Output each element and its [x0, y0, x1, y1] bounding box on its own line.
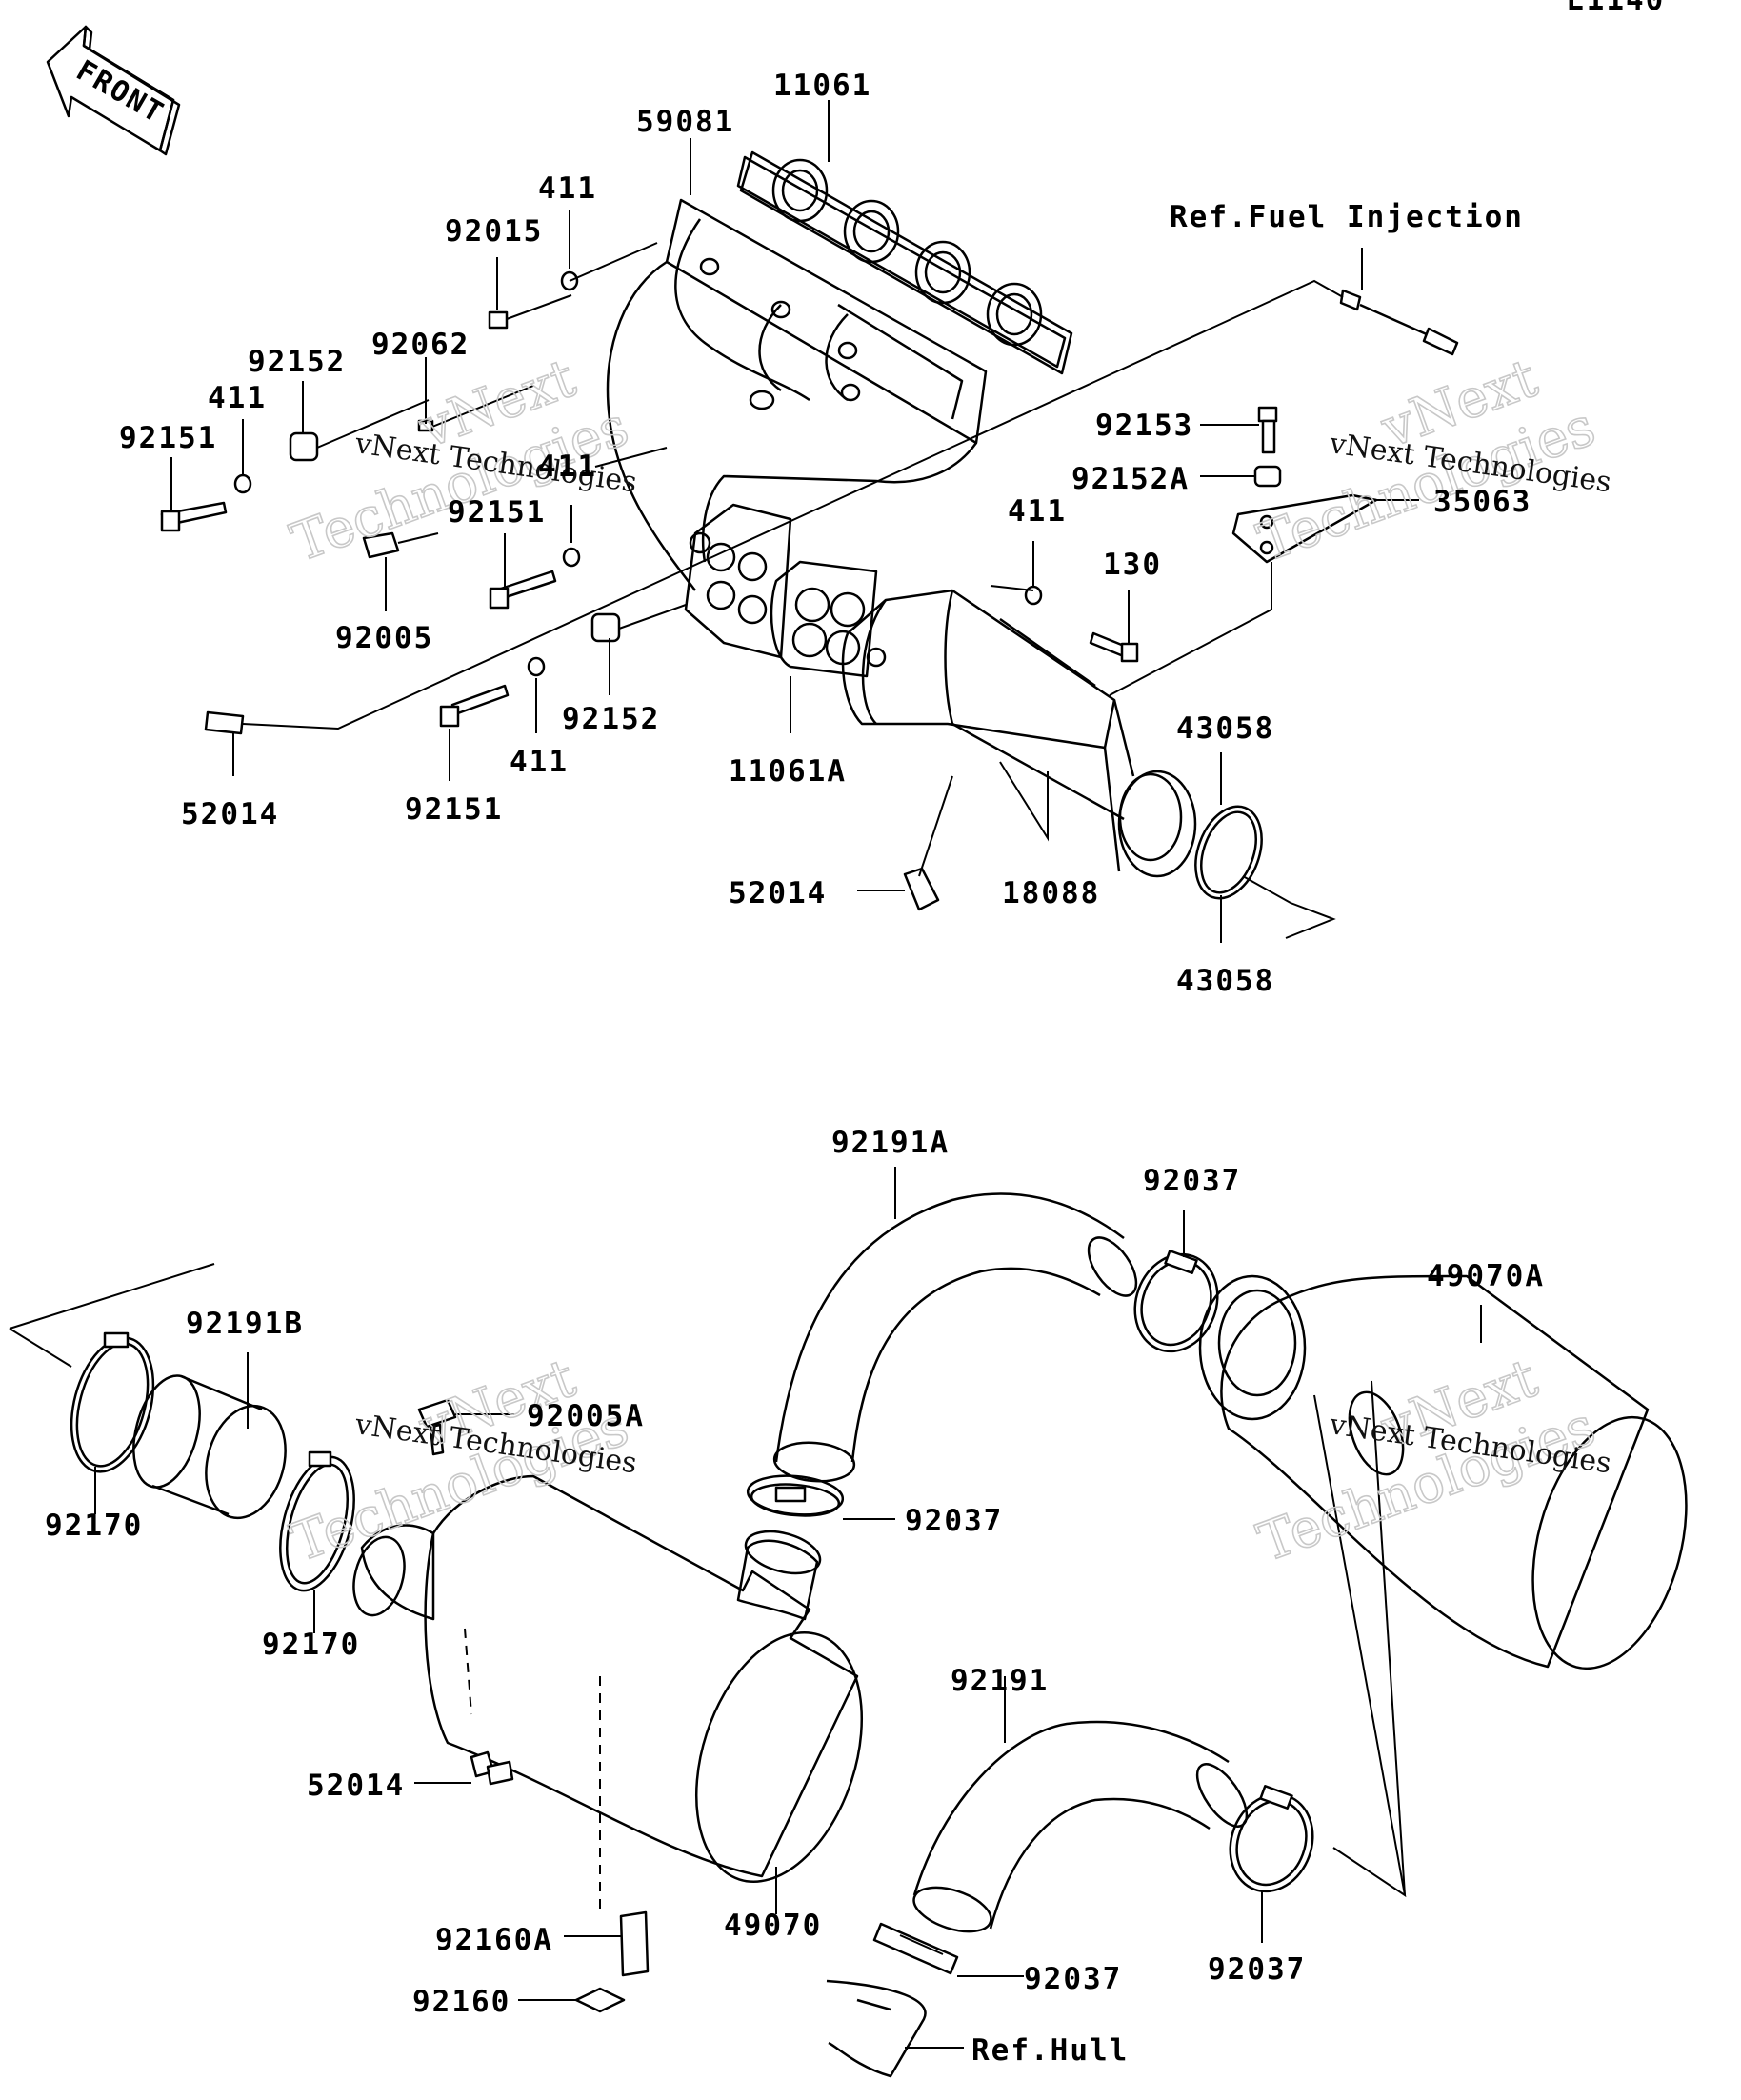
diagram-code: E1140: [1567, 0, 1665, 17]
part-label-92170: 92170: [262, 1628, 360, 1662]
part-label-52014: 52014: [729, 876, 827, 910]
part-label-92151: 92151: [405, 792, 503, 827]
fitting-52014-b: [903, 867, 940, 911]
collar-92152-a: [289, 431, 319, 462]
ref-hull-shape: [826, 1979, 927, 2078]
watermark-2: vNext Technologies vNext Technologies: [1250, 347, 1613, 575]
manifold-outlet-flange: [684, 503, 792, 659]
collar-92152-b: [590, 612, 621, 643]
plug-92005: [362, 531, 400, 559]
part-label-92191b: 92191B: [186, 1307, 304, 1341]
part-label-52014: 52014: [181, 797, 279, 831]
part-label-92152a: 92152A: [1071, 462, 1190, 496]
part-label-43058: 43058: [1176, 964, 1274, 998]
bolt-92015: [488, 310, 509, 330]
part-label-59081: 59081: [636, 105, 734, 139]
part-label-411: 411: [510, 745, 569, 779]
part-label-49070a: 49070A: [1427, 1259, 1545, 1293]
part-label-92160: 92160: [412, 1985, 510, 2019]
washer-411-a: [560, 270, 579, 291]
fitting-92005a: [417, 1398, 457, 1456]
part-label-92037: 92037: [1208, 1952, 1306, 1987]
watermark-3: vNext Technologies vNext Technologies: [283, 1347, 639, 1575]
bolt-92151-a: [160, 501, 228, 532]
exhaust-manifold-59081: [606, 198, 988, 591]
part-label-52014: 52014: [307, 1769, 405, 1803]
washer-411-b: [233, 473, 252, 494]
part-label-92153: 92153: [1095, 409, 1193, 443]
label-sticker-92160: [574, 1987, 626, 2013]
clamp-92037-c: [1229, 1785, 1314, 1893]
part-label-411: 411: [208, 381, 267, 415]
fitting-52014-c: [470, 1750, 514, 1786]
part-label-92037: 92037: [905, 1504, 1003, 1538]
part-label-92037: 92037: [1024, 1962, 1122, 1996]
muffler-49070: [352, 1474, 864, 1914]
part-label-11061a: 11061A: [729, 754, 847, 789]
part-label-92170: 92170: [45, 1509, 143, 1543]
plug-52014-a: [204, 710, 245, 735]
clamp-92037-d: [872, 1922, 959, 1975]
bracket-35063: [1231, 493, 1378, 564]
part-label-92037: 92037: [1143, 1164, 1241, 1198]
watermark-4: vNext Technologies vNext Technologies: [1250, 1347, 1613, 1575]
part-label-411: 411: [538, 450, 597, 484]
washer-411-d: [527, 656, 546, 677]
part-label-92005a: 92005A: [527, 1399, 645, 1433]
ref-hull: Ref.Hull: [971, 2033, 1129, 2068]
part-label-92191: 92191: [951, 1664, 1049, 1698]
part-label-92005: 92005: [335, 621, 433, 655]
part-label-411: 411: [1008, 494, 1067, 529]
clamp-43058: [1194, 805, 1263, 900]
part-label-92151: 92151: [448, 495, 546, 530]
exhaust-gasket-11061: [736, 150, 1073, 375]
front-arrow-icon: FRONT: [46, 25, 181, 156]
part-label-92152: 92152: [248, 345, 346, 379]
exhaust-pipe-18088: [841, 589, 1197, 878]
label-sticker-92160a: [619, 1910, 650, 1977]
part-label-35063: 35063: [1433, 485, 1531, 519]
bolt-92153: [1257, 406, 1278, 454]
fuel-injection-sensor: [1339, 289, 1459, 356]
part-label-92151: 92151: [119, 421, 217, 455]
part-labels: 11061 59081 411 92015 92062 92152 411 92…: [45, 69, 1545, 2068]
bolt-92151-c: [439, 684, 510, 728]
leader-lines-upper: [170, 100, 1419, 943]
clamp-92170-a: [70, 1331, 155, 1473]
part-label-92015: 92015: [445, 214, 543, 249]
collar-92152A: [1253, 465, 1282, 488]
part-label-49070: 49070: [724, 1909, 822, 1943]
part-label-92160a: 92160A: [435, 1923, 553, 1957]
bolt-92151-b: [489, 570, 557, 610]
hose-92191: [912, 1720, 1249, 1933]
hose-92191b: [132, 1374, 287, 1520]
part-label-411: 411: [538, 171, 597, 206]
washer-411-e: [1024, 585, 1043, 606]
leader-lines-lower: [9, 1167, 1482, 2049]
hose-92191a: [772, 1192, 1138, 1483]
ref-fuel-injection: Ref.Fuel Injection: [1170, 200, 1524, 234]
part-label-92191a: 92191A: [831, 1126, 950, 1160]
washer-411-c: [562, 547, 581, 568]
part-label-11061: 11061: [773, 69, 871, 103]
part-label-92062: 92062: [371, 328, 470, 362]
part-label-130: 130: [1103, 548, 1162, 582]
part-label-18088: 18088: [1002, 876, 1100, 910]
clamp-92037-b: [746, 1474, 845, 1517]
bolt-130: [1089, 631, 1139, 663]
part-label-43058: 43058: [1176, 711, 1274, 746]
muffler-49070a: [1198, 1274, 1688, 1670]
clamp-92170-b: [279, 1450, 355, 1592]
clamp-92037-a: [1133, 1250, 1219, 1353]
part-label-92152: 92152: [562, 702, 660, 736]
